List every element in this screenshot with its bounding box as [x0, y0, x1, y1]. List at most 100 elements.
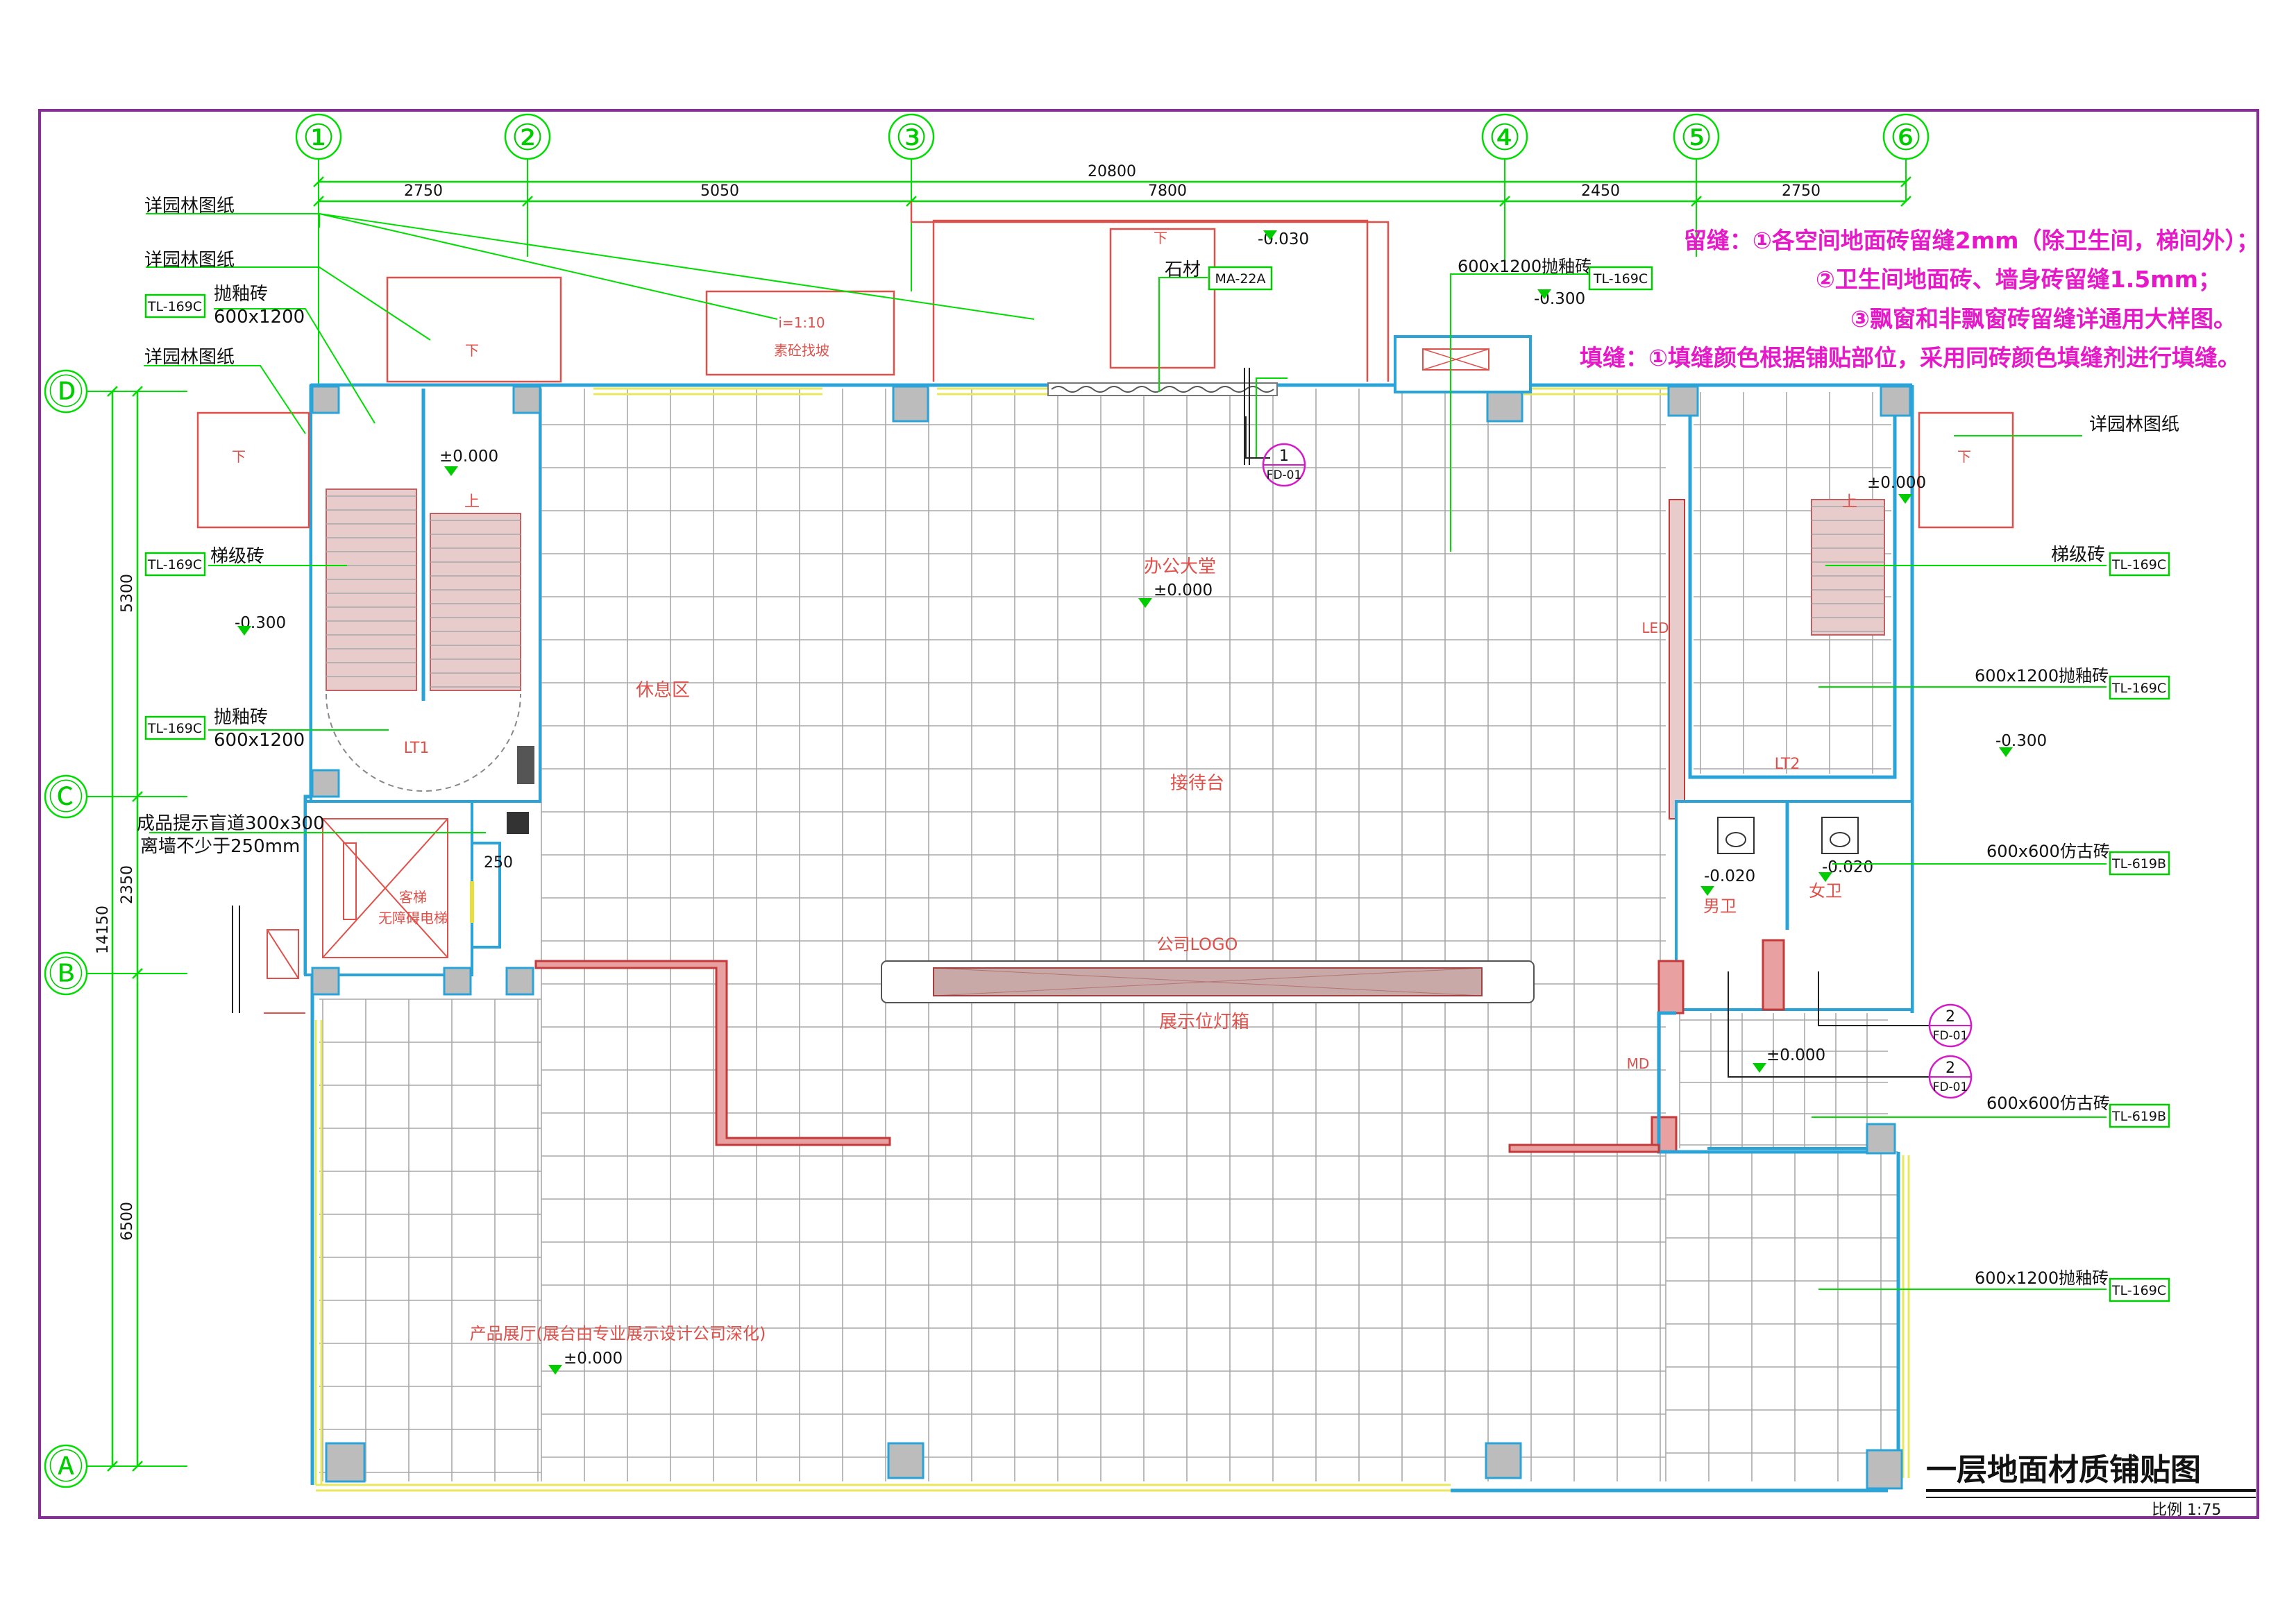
dimension-left: 14150 5300 2350 6500	[94, 386, 143, 1472]
dim-250: 250	[484, 854, 513, 872]
level-lobby: ±0.000	[1154, 581, 1213, 600]
dim-left-2: 2350	[119, 865, 136, 904]
axis-label-A: Ⓐ	[49, 1447, 83, 1487]
right-stair-core: LT2 LED 上	[1641, 385, 1911, 819]
leader-stone: 石材	[1165, 260, 1201, 280]
room-labels: 办公大堂 休息区 接待台 公司LOGO 展示位灯箱 产品展厅(展台由专业展示设计…	[470, 556, 1249, 1343]
tag-right-1: TL-169C	[2111, 557, 2166, 572]
tag-right-5: TL-169C	[2111, 1283, 2166, 1298]
women-toilet-label: 女卫	[1809, 881, 1842, 901]
leader-stair-a: 梯级砖	[210, 546, 264, 567]
leader-lines	[144, 212, 2107, 1290]
axis-label-3: ③	[895, 117, 928, 159]
sheet-frame	[38, 109, 2259, 1519]
dim-total-left: 14150	[94, 906, 112, 954]
elevator-label-1: 客梯	[399, 889, 427, 906]
down-label-2: 下	[1154, 230, 1167, 246]
room-lightbox: 展示位灯箱	[1159, 1012, 1249, 1033]
dim-top-2: 5050	[700, 182, 739, 200]
axis-label-4: ④	[1489, 117, 1521, 159]
dim-total-top: 20800	[1088, 163, 1136, 180]
material-tags: TL-169C TL-169C TL-169C MA-22A TL-169C T…	[144, 266, 2170, 1302]
dim-top-1: 2750	[404, 182, 443, 200]
right-stair-up: 上	[1842, 493, 1857, 511]
down-label-1: 下	[465, 342, 479, 359]
title-block: 一层地面材质铺贴图 比例 1:75	[1926, 1452, 2256, 1519]
axis-bubbles-left: Ⓓ Ⓒ Ⓑ Ⓐ	[44, 369, 88, 1488]
note-line-1: 留缝：①各空间地面砖留缝2mm（除卫生间，梯间外）；	[1684, 227, 2259, 254]
detail-2a-number: 2	[1945, 1008, 1955, 1026]
leader-texts: 详园林图纸 详园林图纸 抛釉砖 600x1200 详园林图纸 梯级砖 抛釉砖 6…	[137, 196, 2179, 1288]
detail-2b-number: 2	[1945, 1060, 1955, 1077]
axis-label-5: ⑤	[1680, 117, 1713, 159]
exterior-walls	[303, 382, 1914, 1493]
left-stair-core: LT1 上	[310, 384, 541, 834]
dim-top-5: 2750	[1782, 182, 1821, 200]
level-left-stair: ±0.000	[439, 448, 498, 466]
leader-size-b: 600x1200	[214, 730, 305, 751]
led-label: LED	[1641, 620, 1669, 636]
leader-polished-b: 抛釉砖	[214, 707, 268, 728]
leader-garden-4: 详园林图纸	[2089, 414, 2179, 435]
axis-label-6: ⑥	[1890, 117, 1923, 159]
tag-left-1: TL-169C	[147, 299, 202, 314]
axis-bubbles-top: ① ② ③ ④ ⑤ ⑥	[295, 113, 1930, 160]
tag-top: TL-169C	[1593, 271, 1648, 287]
tag-right-3: TL-619B	[2111, 856, 2166, 872]
partitions	[534, 960, 1660, 1153]
down-label-3: 下	[232, 448, 246, 465]
men-toilet-label: 男卫	[1703, 897, 1737, 916]
leader-garden-2: 详园林图纸	[144, 250, 235, 271]
leader-garden-3: 详园林图纸	[144, 347, 235, 368]
tag-stone: MA-22A	[1215, 271, 1265, 287]
room-lobby: 办公大堂	[1144, 556, 1216, 577]
leader-polished-a: 抛釉砖	[214, 284, 268, 305]
level-right-stair: ±0.000	[1867, 474, 1926, 492]
leader-polished-top: 600x1200抛釉砖	[1458, 257, 1592, 276]
dim-left-3: 6500	[119, 1202, 136, 1241]
room-showroom: 产品展厅(展台由专业展示设计公司深化)	[470, 1324, 766, 1343]
ramp-label: 素砼找坡	[774, 342, 829, 359]
elevator-label-2: 无障碍电梯	[378, 910, 448, 926]
leader-polished-r1: 600x1200抛釉砖	[1975, 666, 2109, 686]
dim-top-3: 7800	[1148, 182, 1187, 200]
md-label: MD	[1627, 1055, 1650, 1072]
leader-blind-2: 离墙不少于250mm	[140, 836, 300, 857]
leader-garden-1: 详园林图纸	[144, 196, 235, 216]
leader-blind-1: 成品提示盲道300x300	[137, 813, 325, 834]
axis-label-D: Ⓓ	[49, 372, 83, 412]
level-men: -0.020	[1704, 867, 1755, 885]
left-elevator-core: 客梯 无障碍电梯 250	[232, 800, 534, 1014]
tag-right-2: TL-169C	[2111, 681, 2166, 696]
note-line-3: ③飘窗和非飘窗砖留缝详通用大样图。	[1850, 305, 2236, 332]
detail-1-number: 1	[1279, 448, 1289, 465]
dim-left-1: 5300	[119, 574, 136, 613]
detail-1-sheet: FD-01	[1267, 468, 1302, 482]
drawing-title: 一层地面材质铺贴图	[1926, 1452, 2201, 1488]
down-label-4: 下	[1957, 448, 1971, 465]
level-showroom: ±0.000	[564, 1350, 623, 1368]
lt2-label: LT2	[1775, 756, 1800, 773]
room-logo: 公司LOGO	[1157, 935, 1238, 954]
leader-size-a: 600x1200	[214, 307, 305, 328]
leader-polished-r2: 600x1200抛釉砖	[1975, 1268, 2109, 1288]
axis-label-B: Ⓑ	[49, 954, 83, 994]
axis-label-1: ①	[303, 117, 335, 159]
tag-left-2: TL-169C	[147, 557, 202, 572]
ramp-ratio: i=1:10	[778, 314, 825, 331]
room-rest: 休息区	[636, 680, 690, 701]
dimension-top: 20800 2750 5050 7800 2450 2750	[313, 163, 1911, 207]
top-annexes: i=1:10 素砼找坡 下 下 下 下	[196, 201, 2014, 529]
level-marks: -0.030 -0.300 ±0.000 -0.300 ±0.000 ±0.00…	[235, 230, 2047, 1375]
note-line-2: ②卫生间地面砖、墙身砖留缝1.5mm；	[1816, 266, 2221, 293]
leader-stair-r: 梯级砖	[2051, 545, 2105, 566]
lt1-label: LT1	[404, 740, 430, 757]
tag-right-4: TL-619B	[2111, 1109, 2166, 1124]
tag-left-3: TL-169C	[147, 721, 202, 736]
left-stair-up: 上	[464, 493, 480, 511]
level-corridor: ±0.000	[1766, 1046, 1825, 1064]
dim-top-4: 2450	[1581, 182, 1620, 200]
toilets: 男卫 女卫 MD	[1627, 800, 1914, 1155]
construction-notes: 留缝：①各空间地面砖留缝2mm（除卫生间，梯间外）； ②卫生间地面砖、墙身砖留缝…	[1580, 227, 2259, 371]
